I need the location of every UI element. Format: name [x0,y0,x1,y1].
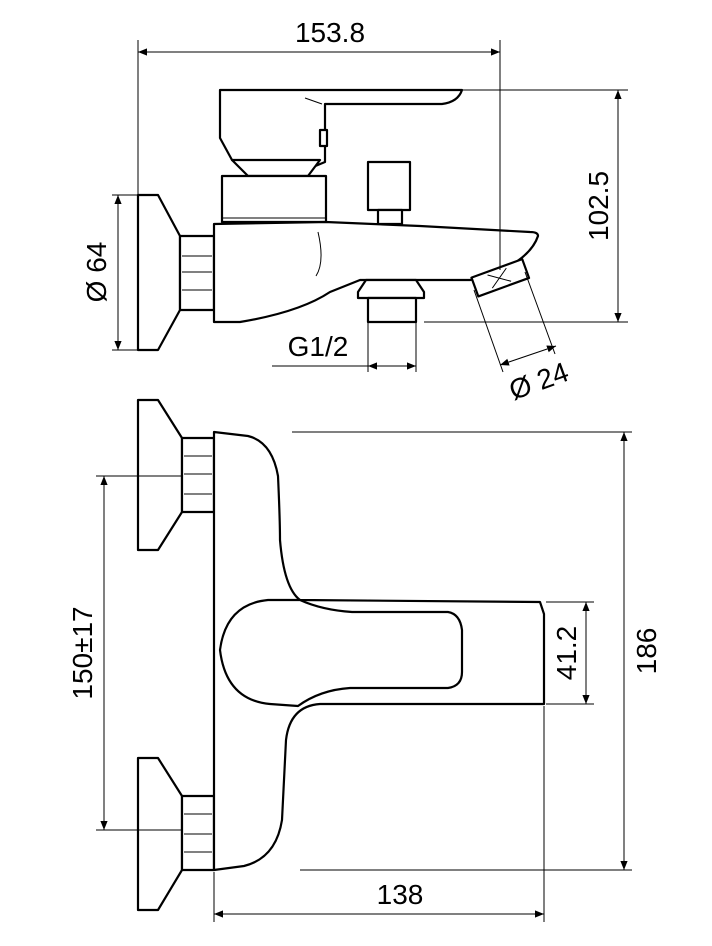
top-lower-hex-connector [180,794,216,872]
side-lever-pin [318,128,329,148]
side-aerator [470,258,531,298]
dim-spout-width: 41.2 [551,626,582,681]
side-cartridge-neck [230,158,322,178]
side-diverter-knob [366,160,412,212]
dim-overall-height: 102.5 [583,171,614,241]
side-diverter-stem [376,208,404,226]
top-lever-handle [218,598,464,708]
side-inlet-pipe [366,296,418,324]
dim-spout-projection: 138 [377,879,424,910]
side-cartridge-body [220,174,328,224]
side-view: 153.8 102.5 Ø 64 G1/2 Ø 24 [81,17,628,406]
top-view: 150±17 186 41.2 138 [67,398,662,922]
top-upper-wall-flange [136,398,184,552]
dim-overall-length: 153.8 [295,17,365,48]
dim-wall-flange-diameter: Ø 64 [81,242,112,303]
side-wall-flange [136,193,182,352]
dim-body-depth: 186 [631,628,662,675]
top-lower-wall-flange [136,756,184,912]
dim-inlet-spacing: 150±17 [67,606,98,699]
side-hex-connector [178,234,216,312]
dim-inlet-thread: G1/2 [288,331,349,362]
side-bottom-connector [356,278,426,300]
top-upper-hex-connector [180,436,216,514]
dim-outlet-diameter: Ø 24 [505,356,573,406]
